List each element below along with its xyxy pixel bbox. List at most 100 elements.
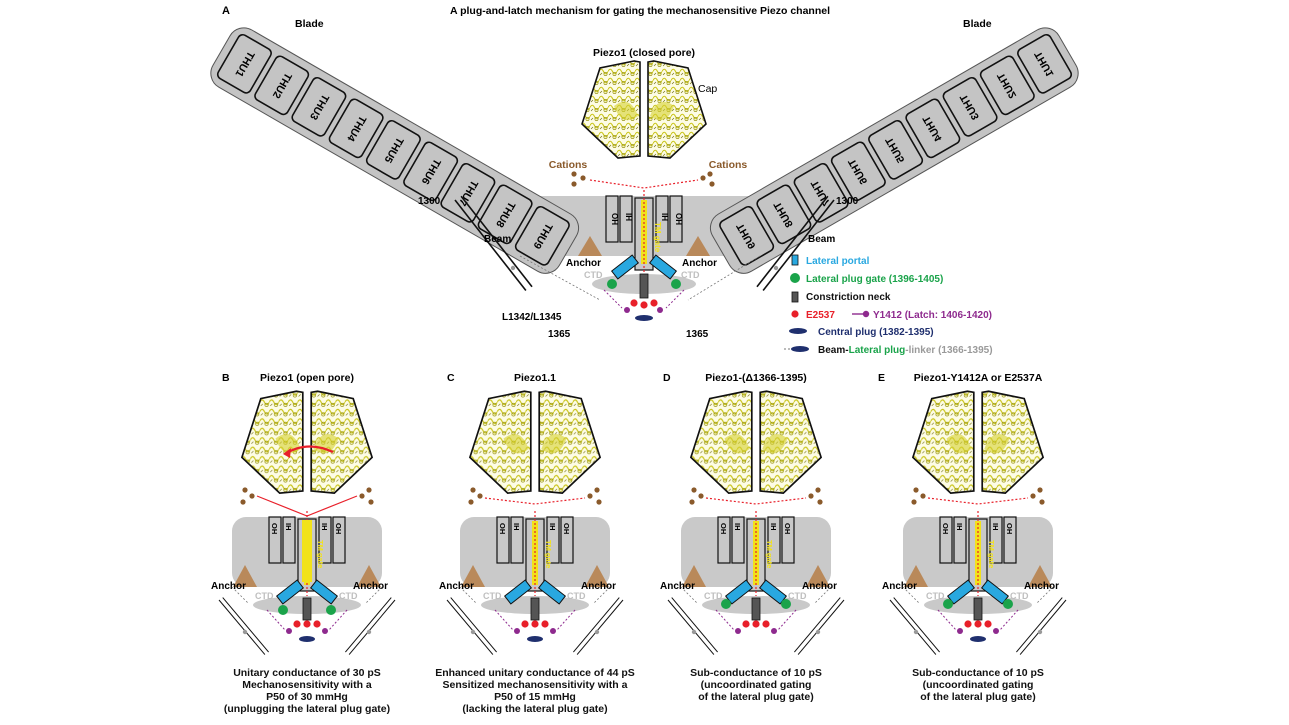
caption-line: of the lateral plug gate): [920, 691, 1036, 703]
cap-domain: [690, 390, 822, 494]
cation-dot: [366, 487, 372, 493]
latch-linkers: [715, 609, 797, 631]
e2537-dot: [762, 620, 770, 628]
pore-module: [496, 510, 574, 604]
dotted-boundaries: [680, 586, 832, 605]
residue-1300-left: 1300: [418, 196, 441, 207]
open-arrow-head: [283, 448, 291, 458]
beam-right-label: Beam: [808, 234, 835, 245]
panel-label: D: [663, 372, 671, 384]
anchor-left-label: Anchor: [660, 581, 695, 592]
lateral-portal-right: [309, 579, 339, 605]
tm-gate-label: TM gate: [316, 540, 325, 568]
legend-portal-swatch: [791, 254, 799, 266]
legend-lateral-plug-gate: Lateral plug gate (1396-1405): [806, 274, 943, 285]
dotted-boundaries: [902, 586, 1054, 605]
latch-left: [957, 628, 963, 634]
beam-point-left: [510, 265, 516, 271]
latch-right: [993, 628, 999, 634]
cap-domain: [469, 390, 601, 494]
cation-dot: [587, 493, 593, 499]
ion-path: [484, 497, 586, 505]
legend-linker-text: Beam-Lateral plug-linker (1366-1395): [818, 345, 993, 356]
thu-box: [905, 98, 961, 159]
thu-box: [328, 98, 384, 159]
cation-dot: [1039, 499, 1045, 505]
anchor-right-label: Anchor: [682, 258, 717, 269]
blade-left-label: Blade: [295, 18, 324, 30]
open-gate: [302, 520, 312, 582]
lateral-portal-right: [648, 254, 678, 280]
beam-point-right: [366, 629, 372, 635]
cation-dot: [817, 499, 823, 505]
thu-box: [403, 141, 459, 202]
oh-label: OH: [270, 523, 279, 534]
lateral-portal-right: [537, 579, 567, 605]
panel-a: A A plug-and-latch mechanism for gating …: [210, 5, 1079, 356]
caption-line: Enhanced unitary conductance of 44 pS: [435, 667, 635, 679]
ih-label: IH: [733, 523, 742, 531]
cation-dots: [571, 171, 715, 187]
cap-domain: [912, 390, 1044, 494]
res-1365-right: 1365: [686, 329, 709, 340]
e2537-dot: [293, 620, 301, 628]
legend-e2537-swatch: [791, 310, 799, 318]
thu-box: [514, 205, 570, 266]
panel-a-subtitle: Piezo1 (closed pore): [593, 47, 695, 59]
cation-dot: [594, 487, 600, 493]
ctd-left-label: CTD: [704, 591, 723, 601]
e2537-dot: [984, 620, 992, 628]
latch-right: [322, 628, 328, 634]
latch-linkers: [937, 609, 1019, 631]
latch-left: [514, 628, 520, 634]
beam-point-left: [242, 629, 248, 635]
ctd-right-label: CTD: [567, 591, 586, 601]
tm-gate-label: TM gate: [544, 540, 553, 568]
caption-line: P50 of 15 mmHg: [494, 691, 576, 703]
thu-box: [291, 76, 347, 137]
anchor-right-label: Anchor: [1024, 581, 1059, 592]
tm-gate-label: TM gate: [765, 540, 774, 568]
thu-box: [365, 119, 421, 180]
panel-label: B: [222, 372, 230, 384]
panel-title: Piezo1 (open pore): [260, 372, 354, 384]
beam-point-right: [815, 629, 821, 635]
ion-path: [705, 497, 807, 505]
e2537-dot: [313, 620, 321, 628]
legend-e2537: E2537: [806, 310, 835, 321]
ih-label: IH: [769, 523, 778, 531]
legend: Lateral portal Lateral plug gate (1396-1…: [784, 254, 993, 356]
panel-title: Piezo1-Y1412A or E2537A: [914, 372, 1043, 384]
dotted-boundaries: [231, 586, 383, 605]
cation-dot: [1030, 493, 1036, 499]
caption-line: Mechanosensitivity with a: [242, 679, 372, 691]
latch-left: [286, 628, 292, 634]
legend-latch-swatch: [862, 310, 870, 318]
cation-dot: [691, 487, 697, 493]
lateral-plug-gate-left: [721, 599, 731, 609]
panel-a-label: A: [222, 5, 230, 17]
thu-box: [254, 55, 310, 116]
cation-dot: [808, 493, 814, 499]
constriction-neck: [639, 273, 649, 299]
residue-1300-right: 1300: [836, 196, 859, 207]
oh-label: OH: [562, 523, 571, 534]
thu-box: [440, 162, 496, 223]
ctd-right-label: CTD: [681, 270, 700, 280]
anchor-right: [686, 236, 710, 256]
sub-panels: B Piezo1 (open pore) OH IH IH OH TM gateAnchor…: [211, 372, 1067, 656]
legend-lateral-portal: Lateral portal: [806, 256, 870, 267]
lateral-plug-gate-left: [278, 605, 288, 615]
legend-neck-swatch: [791, 291, 799, 303]
beam-point-left: [913, 629, 919, 635]
constriction-neck: [751, 597, 761, 621]
caption-e: Sub-conductance of 10 pS(uncoordinated g…: [863, 667, 1093, 703]
legend-y1412: Y1412 (Latch: 1406-1420): [873, 310, 992, 321]
latch-left: [624, 307, 630, 313]
cap-domain: [581, 60, 707, 159]
thu-box: [830, 141, 886, 202]
